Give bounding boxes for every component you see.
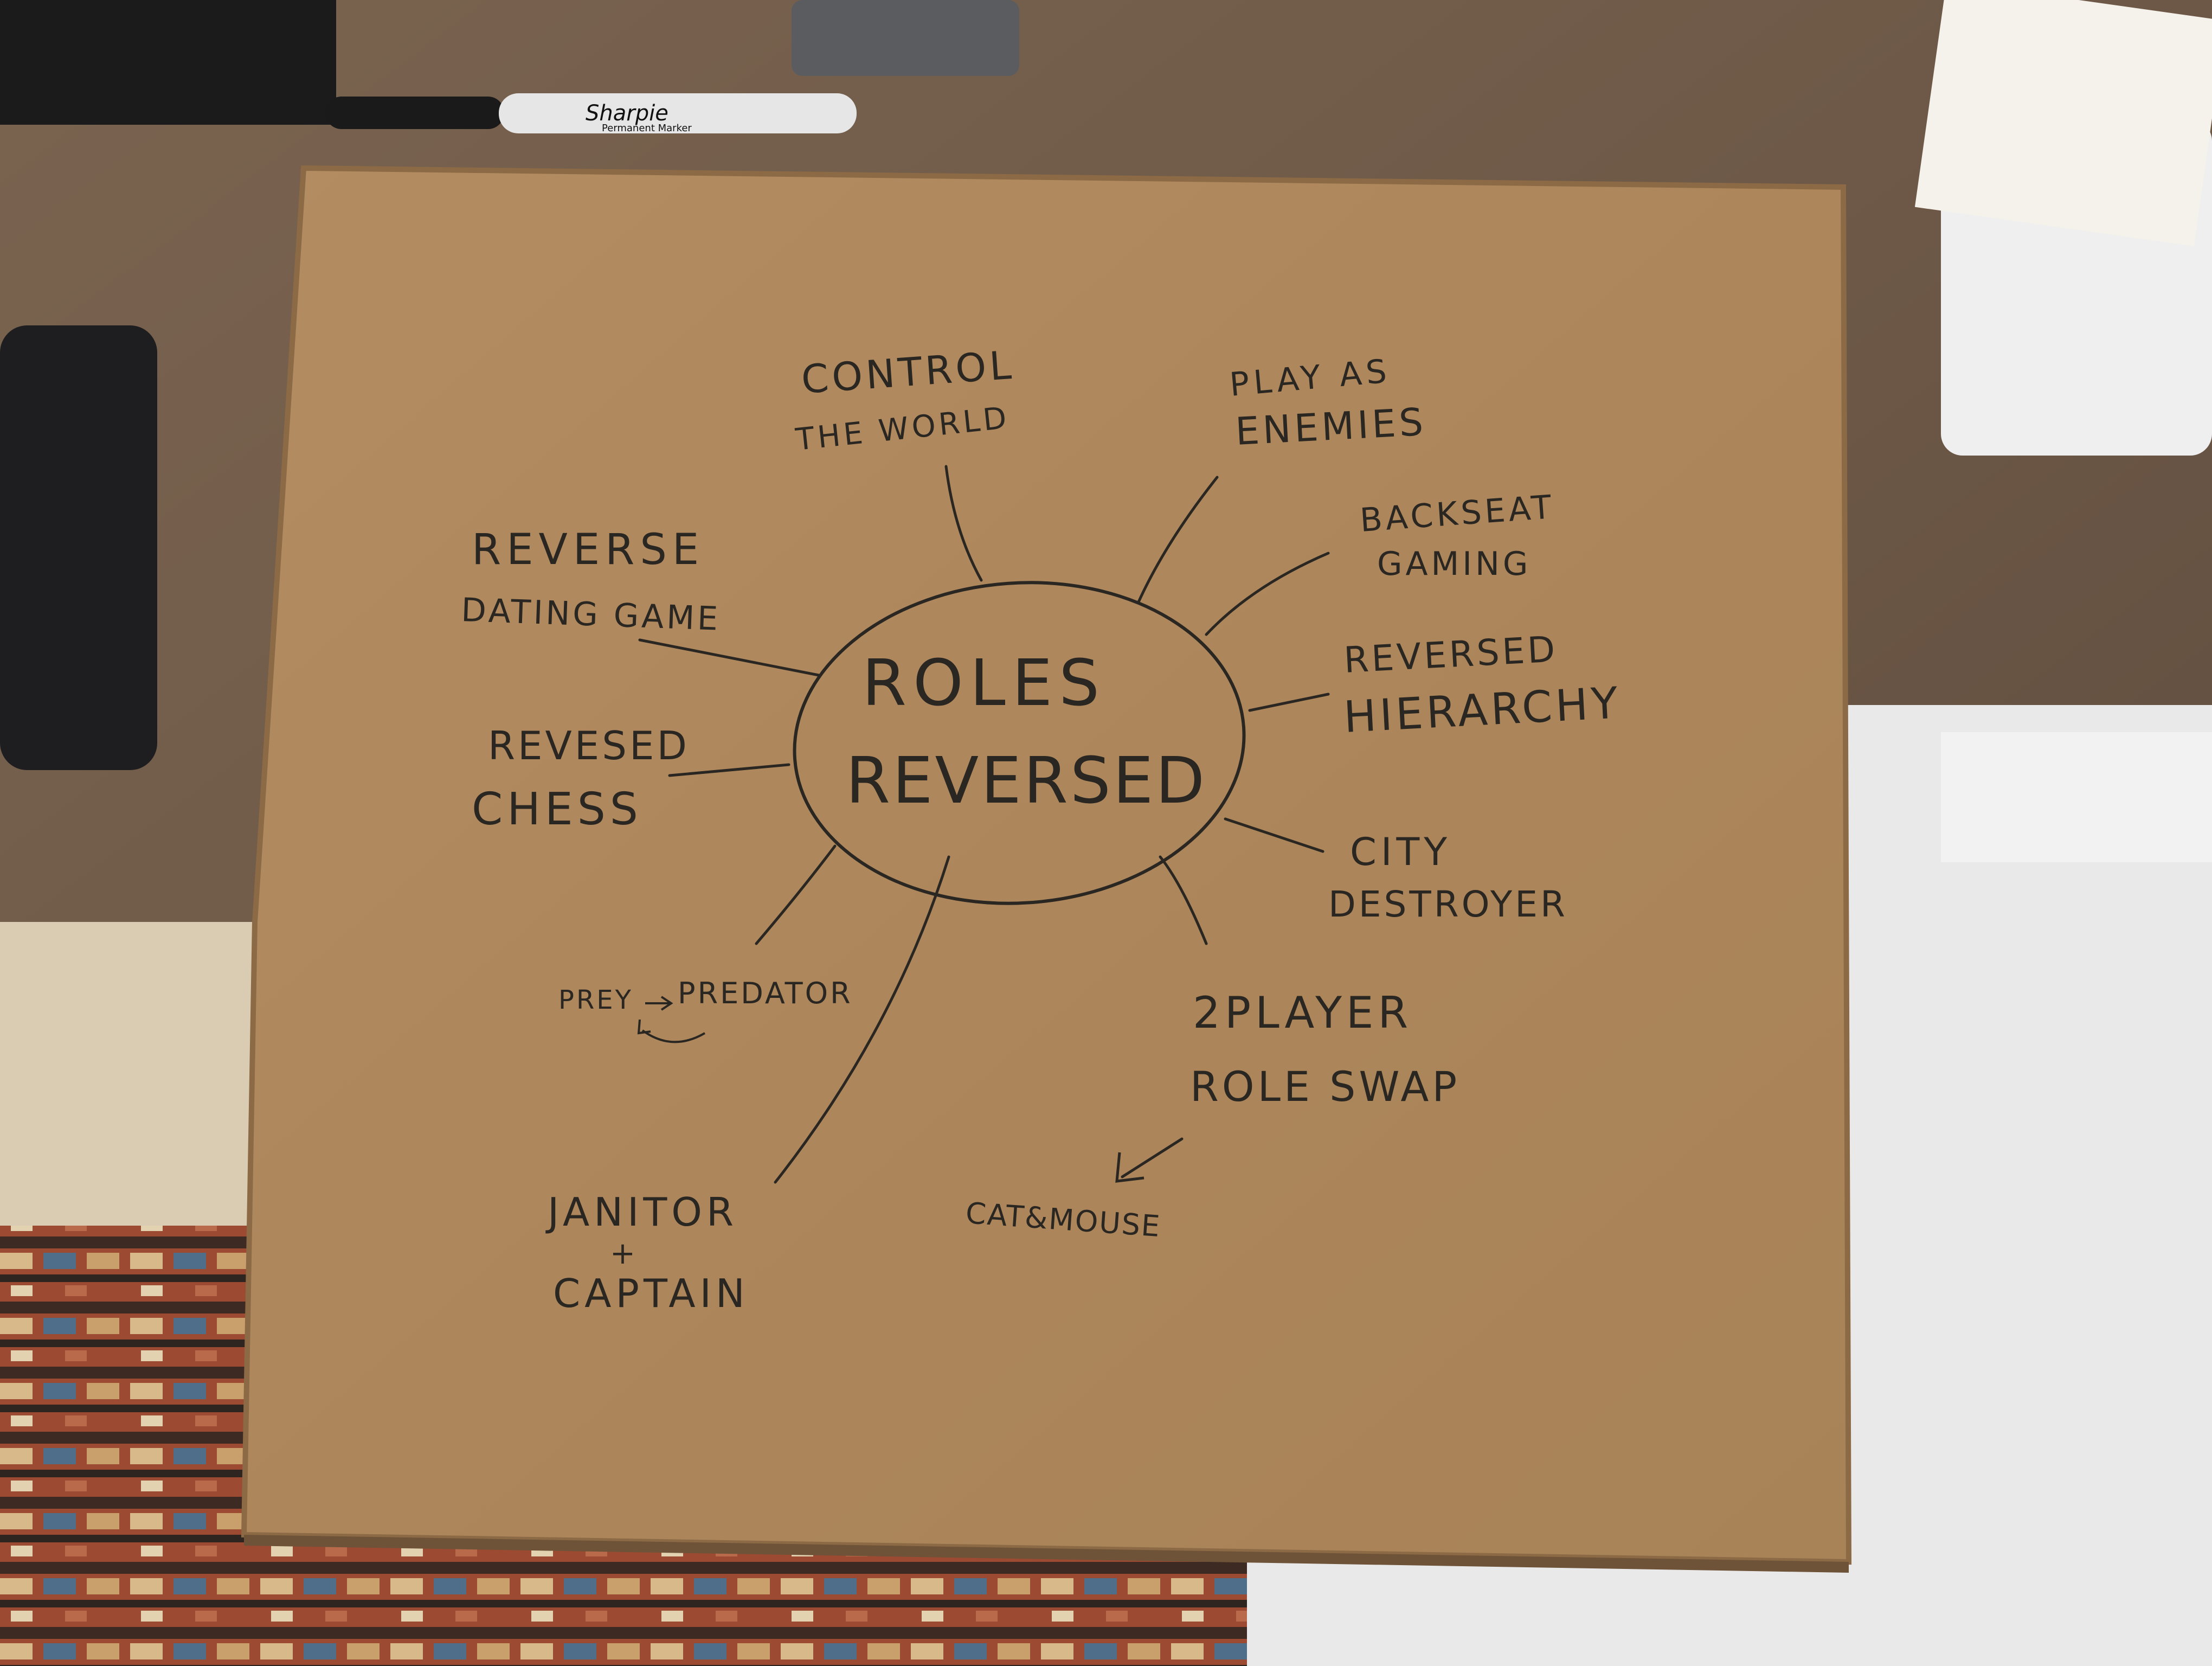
label-chess-2: CHESS: [472, 784, 642, 835]
arrow-head-catmouse: [1115, 1152, 1144, 1183]
label-chess-1: REVESED: [488, 723, 690, 768]
line-chess: [668, 763, 790, 777]
label-janitor-2: +: [610, 1236, 635, 1271]
label-predator: PREDATOR: [678, 976, 853, 1010]
line-dating: [638, 638, 820, 677]
marker: Sharpie Permanent Marker: [325, 93, 857, 134]
line-backseat: [1205, 552, 1330, 636]
line-control: [944, 465, 983, 582]
white-chair: [1247, 705, 2212, 1666]
usb-hub: [792, 0, 1019, 76]
note-paper: [1914, 0, 2212, 247]
line-catmouse: [1121, 1137, 1184, 1178]
line-enemies: [1137, 476, 1219, 604]
line-janitor: [774, 855, 950, 1184]
label-city-1: CITY: [1350, 830, 1451, 874]
line-prey: [755, 844, 837, 945]
label-janitor-1: JANITOR: [545, 1189, 738, 1235]
cardboard-sheet: [241, 165, 1852, 1565]
line-hierarchy: [1248, 693, 1330, 712]
label-janitor-3: CAPTAIN: [553, 1271, 749, 1316]
line-2player: [1159, 855, 1208, 945]
label-city-2: DESTROYER: [1328, 883, 1568, 925]
label-dating-1: REVERSE: [472, 526, 704, 574]
cardboard-edge-shadow: [244, 1535, 1849, 1573]
prey-predator-arrow: [645, 996, 673, 1011]
label-prey: PREY: [558, 985, 633, 1015]
line-city: [1224, 817, 1324, 853]
marker-label: Sharpie: [586, 101, 668, 126]
chair-seat: [1941, 732, 2212, 862]
label-dating-2: DATING GAME: [460, 591, 721, 638]
center-title-line1: ROLES: [862, 645, 1106, 720]
black-case: [0, 325, 157, 770]
center-title-line2: REVERSED: [846, 743, 1207, 818]
marker-sublabel: Permanent Marker: [602, 123, 692, 134]
label-backseat-2: GAMING: [1377, 545, 1531, 583]
center-ellipse: [793, 581, 1246, 905]
desk-block: [0, 922, 260, 1226]
prey-predator-return-arrow: [637, 1019, 706, 1043]
branch-lines: [638, 465, 1330, 1184]
label-2player-2: ROLE SWAP: [1190, 1062, 1460, 1111]
keyboard: [0, 0, 336, 125]
label-2player-1: 2PLAYER: [1193, 988, 1412, 1038]
label-enemies-2: ENEMIES: [1234, 400, 1427, 454]
